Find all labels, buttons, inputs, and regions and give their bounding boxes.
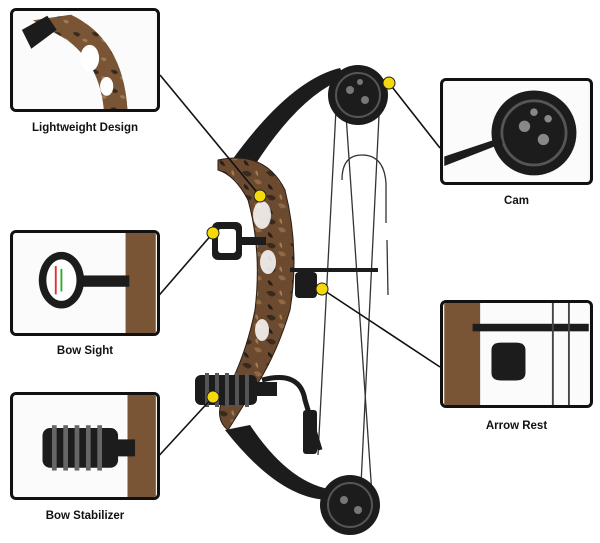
label-arrow-rest: Arrow Rest bbox=[485, 420, 548, 432]
callout-cam bbox=[440, 78, 593, 185]
stabilizer-part bbox=[195, 373, 323, 454]
bow-sight-part bbox=[212, 222, 266, 260]
callout-arrow-rest bbox=[440, 300, 593, 408]
label-lightweight-design: Lightweight Design bbox=[31, 122, 139, 134]
label-cam: Cam bbox=[504, 195, 529, 207]
bottom-cam bbox=[320, 475, 380, 535]
top-cam bbox=[328, 65, 388, 125]
callout-lightweight-design bbox=[10, 8, 160, 112]
label-bow-sight: Bow Sight bbox=[56, 345, 114, 357]
callout-bow-stabilizer bbox=[10, 392, 160, 500]
arrow-rest-part bbox=[290, 268, 378, 298]
callout-bow-sight bbox=[10, 230, 160, 336]
label-bow-stabilizer: Bow Stabilizer bbox=[45, 510, 125, 522]
